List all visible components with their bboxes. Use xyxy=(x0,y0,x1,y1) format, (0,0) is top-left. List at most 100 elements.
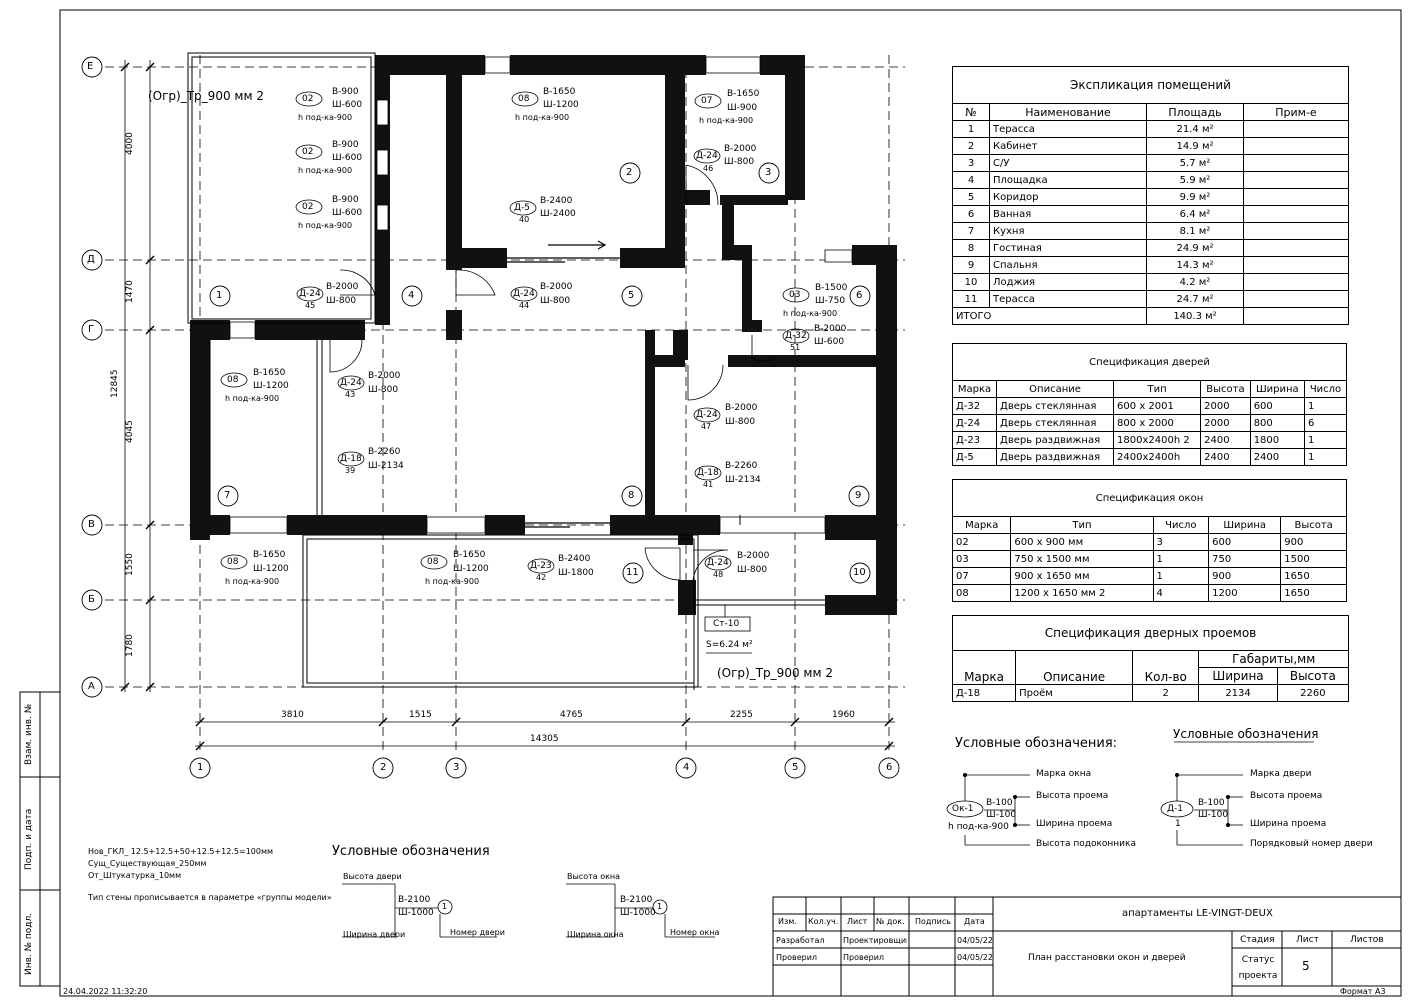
door-tag-width: Ш-2400 xyxy=(540,209,576,219)
table-cell: 600 xyxy=(1208,533,1282,551)
door-tag-number: 43 xyxy=(345,390,356,399)
table-cell xyxy=(1243,273,1349,291)
legend-door-width: Ш-100 xyxy=(1198,810,1229,820)
door-tag-height: В-2000 xyxy=(326,282,359,292)
legend-caption: Высота проема xyxy=(1036,791,1109,801)
table-cell: 14.9 м² xyxy=(1146,137,1244,155)
table-cell: Д-23 xyxy=(951,431,998,449)
window-tag-sill: h под-ка-900 xyxy=(699,116,754,125)
table-cell: Ванная xyxy=(989,205,1147,223)
window-tag-mark: 08 xyxy=(518,94,530,104)
table-cell: Кухня xyxy=(989,222,1147,240)
table-cell xyxy=(1243,154,1349,172)
window-tag-width: Ш-1200 xyxy=(253,564,289,574)
door-tag-width: Ш-800 xyxy=(724,157,755,167)
column-header: Ширина xyxy=(1198,667,1278,685)
legend-caption: Высота проема xyxy=(1250,791,1323,801)
window-tag-height: В-900 xyxy=(332,87,359,97)
table-cell: 8.1 м² xyxy=(1146,222,1244,240)
door-tag-mark: Д-5 xyxy=(514,203,531,213)
table-cell: Проём xyxy=(1015,684,1134,702)
room-number: 8 xyxy=(628,490,635,501)
sheet-number: 5 xyxy=(1302,959,1310,973)
window-tag-width: Ш-750 xyxy=(815,296,846,306)
table-cell: Д-24 xyxy=(951,414,998,432)
table-cell: С/У xyxy=(989,154,1147,172)
grid-col-label: 5 xyxy=(792,762,799,773)
table-cell: 7 xyxy=(952,222,990,240)
rooms-schedule-table: Экспликация помещений № Наименование Пло… xyxy=(952,66,1349,325)
table-cell: Кабинет xyxy=(989,137,1147,155)
column-header: Число xyxy=(1304,380,1347,398)
wall-note: Нов_ГКЛ_ 12.5+12.5+50+12.5+12.5=100мм xyxy=(88,847,274,856)
opening-tag-number: 39 xyxy=(345,466,356,475)
column-header: Ширина xyxy=(1249,380,1306,398)
door-tag-height: В-2400 xyxy=(540,196,573,206)
opening-tag-width: Ш-2134 xyxy=(368,461,404,471)
column-header: № xyxy=(952,103,990,121)
column-header: Марка xyxy=(951,516,1012,534)
door-tag-number: 48 xyxy=(713,570,724,579)
table-cell: 3 xyxy=(1152,533,1210,551)
grid-col-label: 6 xyxy=(886,762,893,773)
door-tag-number: 46 xyxy=(703,164,714,173)
dimension-label: 1515 xyxy=(409,710,432,720)
table-cell: Дверь раздвижная xyxy=(996,448,1115,466)
table-cell: 11 xyxy=(952,290,990,308)
dimension-total: 14305 xyxy=(530,734,559,744)
table-cell: 1200 x 1650 мм 2 xyxy=(1010,584,1154,602)
grid-col-label: 4 xyxy=(683,762,690,773)
room-number: 10 xyxy=(853,567,866,578)
table-cell: 4 xyxy=(1152,584,1210,602)
table-cell: 14.3 м² xyxy=(1146,256,1244,274)
column-header: Наименование xyxy=(989,103,1147,121)
table-cell: 1 xyxy=(1304,397,1347,415)
door-tag-number: 47 xyxy=(701,422,712,431)
window-tag-height: В-1650 xyxy=(253,368,286,378)
project-name: апартаменты LE-VINGT-DEUX xyxy=(1122,908,1273,919)
table-cell: 08 xyxy=(951,584,1012,602)
table-cell xyxy=(1243,239,1349,257)
door-tag-height: В-2400 xyxy=(558,554,591,564)
timestamp: 24.04.2022 11:32:20 xyxy=(63,987,148,996)
door-tag-width: Ш-800 xyxy=(540,296,571,306)
column-header: Ширина xyxy=(1208,516,1282,534)
dimension-label: 1780 xyxy=(125,634,135,657)
table-cell: Д-18 xyxy=(951,684,1017,702)
room-number: 6 xyxy=(856,290,863,301)
wall-note: Сущ_Существующая_250мм xyxy=(88,859,207,868)
project-stage: Статус проекта xyxy=(1238,955,1278,981)
table-cell: 5.7 м² xyxy=(1146,154,1244,172)
window-tag-mark: 08 xyxy=(427,557,439,567)
column-header: Высота xyxy=(1200,380,1251,398)
window-tag-width: Ш-600 xyxy=(332,153,363,163)
title-block-role: Проверил xyxy=(776,953,818,962)
column-header: Число xyxy=(1152,516,1210,534)
door-tag-height: В-2000 xyxy=(724,144,757,154)
legend-window-number: 1 xyxy=(657,902,663,911)
door-tag-height: В-2000 xyxy=(368,371,401,381)
legend-caption: Номер окна xyxy=(670,928,720,937)
table-cell: 1650 xyxy=(1280,584,1347,602)
legend-caption: Высота окна xyxy=(567,872,621,881)
door-tag-mark: Д-24 xyxy=(707,558,729,568)
grid-col-label: 2 xyxy=(380,762,387,773)
table-cell: 9 xyxy=(952,256,990,274)
wall-tag: Ст-10 xyxy=(713,619,740,629)
door-tag-width: Ш-800 xyxy=(725,417,756,427)
legend-door-height: В-2100 xyxy=(398,895,431,905)
table-cell: 1500 xyxy=(1280,550,1347,568)
title-block-header: Листов xyxy=(1350,935,1384,945)
opening-tag-mark: Д-18 xyxy=(697,468,719,478)
table-cell: Дверь раздвижная xyxy=(996,431,1115,449)
column-header: Высота xyxy=(1280,516,1347,534)
table-cell: 1 xyxy=(1304,431,1347,449)
window-tag-width: Ш-1200 xyxy=(543,100,579,110)
window-tag-sill: h под-ка-900 xyxy=(298,113,353,122)
